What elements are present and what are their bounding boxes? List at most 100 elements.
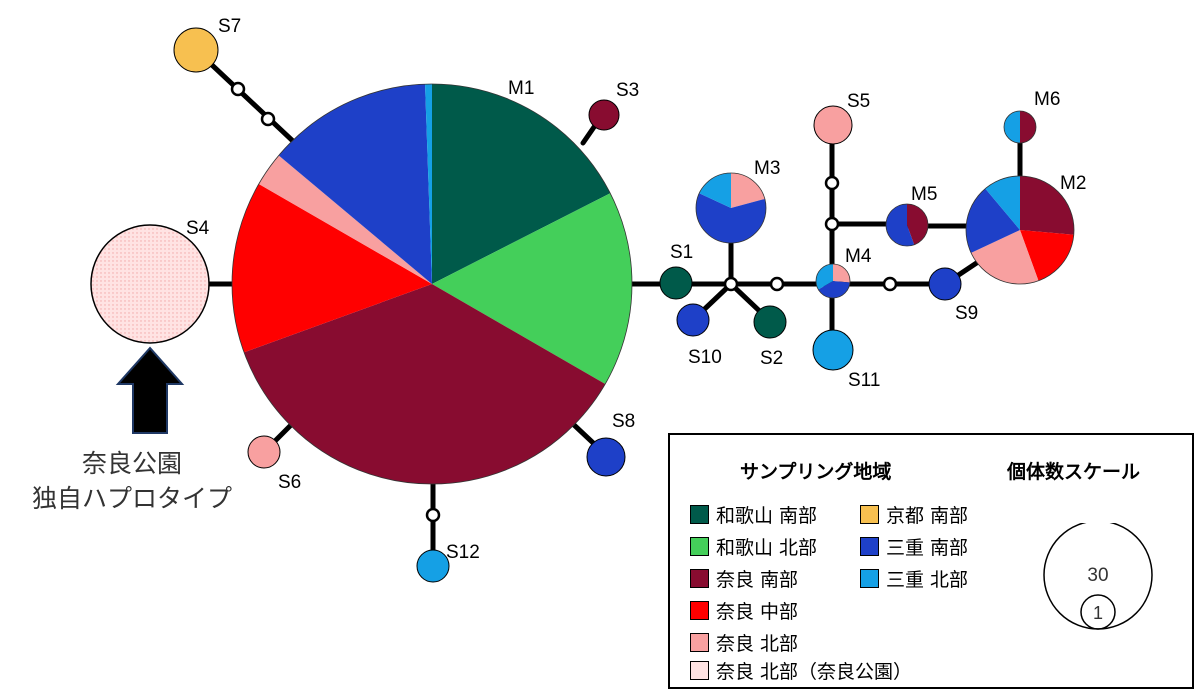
pie-slice bbox=[696, 193, 766, 243]
legend-item-nara-park: 奈良 北部（奈良公園） bbox=[690, 657, 912, 683]
label-s12: S12 bbox=[446, 542, 480, 563]
legend-item-nara-central: 奈良 中部 bbox=[690, 597, 798, 623]
node-s5 bbox=[813, 105, 853, 145]
up-arrow-icon bbox=[115, 346, 185, 434]
legend-label: 京都 南部 bbox=[886, 504, 969, 527]
pie-slice bbox=[731, 173, 765, 208]
scale-large-label: 30 bbox=[1087, 565, 1108, 586]
legend-label: 和歌山 北部 bbox=[716, 536, 818, 559]
label-m2: M2 bbox=[1060, 173, 1086, 194]
legend-item-nara-south: 奈良 南部 bbox=[690, 565, 798, 591]
swatch-kyoto-south bbox=[860, 504, 879, 524]
median-vectors bbox=[230, 81, 898, 523]
swatch-mie-north bbox=[860, 568, 879, 588]
pie-slice bbox=[886, 204, 915, 246]
legend-label: 和歌山 南部 bbox=[716, 504, 818, 527]
node-m1 bbox=[231, 83, 633, 485]
pie-nodes bbox=[231, 83, 1075, 485]
swatch-nara-central bbox=[690, 600, 709, 620]
pie-slice bbox=[1020, 111, 1036, 143]
node-s4 bbox=[90, 224, 210, 344]
legend-label: 奈良 中部 bbox=[716, 600, 799, 623]
legend-label: 三重 南部 bbox=[886, 536, 969, 559]
median-vector bbox=[260, 111, 276, 127]
median-vector bbox=[230, 81, 246, 97]
legend-region-title: サンプリング地域 bbox=[740, 461, 892, 483]
pie-outline bbox=[965, 175, 1075, 285]
label-m5: M5 bbox=[911, 184, 937, 205]
label-s4: S4 bbox=[186, 218, 210, 239]
label-s5: S5 bbox=[847, 91, 870, 112]
node-s8 bbox=[586, 437, 626, 477]
median-vector bbox=[723, 276, 739, 292]
nara-park-annotation: 奈良公園 独自ハプロタイプ bbox=[12, 446, 252, 516]
annotation-line-1: 奈良公園 bbox=[81, 449, 182, 478]
legend-label: 奈良 南部 bbox=[716, 568, 799, 591]
label-s7: S7 bbox=[218, 16, 241, 37]
node-s9 bbox=[928, 267, 962, 301]
legend-label: 奈良 北部 bbox=[716, 632, 799, 655]
pie-slice bbox=[432, 193, 632, 384]
median-vector bbox=[425, 507, 441, 523]
swatch-wakayama-north bbox=[690, 536, 709, 556]
pie-slice bbox=[1020, 230, 1074, 281]
label-s11: S11 bbox=[848, 370, 880, 391]
pie-slice bbox=[432, 84, 611, 284]
swatch-wakayama-south bbox=[690, 504, 709, 524]
pie-outline bbox=[815, 263, 851, 299]
node-s3 bbox=[588, 99, 620, 131]
label-s1: S1 bbox=[670, 242, 693, 263]
node-m3 bbox=[695, 172, 767, 244]
legend-item-wakayama-south: 和歌山 南部 bbox=[690, 501, 817, 527]
label-m4: M4 bbox=[845, 246, 872, 267]
pie-slice bbox=[1020, 176, 1074, 235]
label-m3: M3 bbox=[754, 158, 780, 179]
scale-circle-small bbox=[1080, 594, 1116, 630]
pie-slice bbox=[818, 281, 850, 298]
scale-circles: 30 1 bbox=[1043, 523, 1153, 630]
label-s3: S3 bbox=[616, 80, 639, 101]
node-m5 bbox=[885, 203, 929, 247]
pie-slice bbox=[966, 188, 1020, 253]
label-s2: S2 bbox=[760, 348, 783, 369]
scale-small-label: 1 bbox=[1093, 603, 1103, 623]
median-vector bbox=[824, 216, 840, 232]
swatch-nara-park bbox=[690, 660, 709, 680]
pie-slice bbox=[699, 173, 731, 208]
legend-item-mie-south: 三重 南部 bbox=[860, 533, 968, 559]
pie-slice bbox=[907, 203, 929, 245]
pie-slice bbox=[1004, 111, 1020, 143]
median-vector bbox=[824, 175, 840, 191]
node-s10 bbox=[676, 303, 710, 337]
label-m1: M1 bbox=[508, 78, 534, 99]
pie-slice bbox=[971, 230, 1039, 284]
node-s2 bbox=[753, 305, 787, 339]
label-s6: S6 bbox=[278, 472, 301, 493]
legend-box: サンプリング地域 個体数スケール 和歌山 南部 和歌山 北部 奈良 南部 奈良 … bbox=[668, 433, 1194, 689]
swatch-nara-north bbox=[690, 632, 709, 652]
legend-item-mie-north: 三重 北部 bbox=[860, 565, 968, 591]
label-m6: M6 bbox=[1034, 89, 1060, 110]
median-vector bbox=[882, 276, 898, 292]
pie-slice bbox=[278, 84, 432, 285]
legend-scale-title: 個体数スケール bbox=[1007, 461, 1141, 483]
swatch-mie-south bbox=[860, 536, 879, 556]
node-s12 bbox=[416, 549, 450, 583]
pie-outline bbox=[695, 172, 767, 244]
pie-outline bbox=[1003, 110, 1037, 144]
annotation-line-2: 独自ハプロタイプ bbox=[31, 484, 232, 513]
pie-slice bbox=[833, 264, 850, 283]
pie-outline bbox=[231, 83, 633, 485]
legend-item-wakayama-north: 和歌山 北部 bbox=[690, 533, 817, 559]
node-s6 bbox=[247, 435, 281, 469]
pie-outline bbox=[885, 203, 929, 247]
label-s8: S8 bbox=[612, 411, 635, 432]
label-s10: S10 bbox=[688, 347, 722, 368]
pie-slice bbox=[231, 184, 432, 353]
node-s11 bbox=[812, 329, 854, 371]
median-vector bbox=[769, 276, 785, 292]
legend-item-nara-north: 奈良 北部 bbox=[690, 629, 798, 655]
pie-slice bbox=[425, 84, 432, 284]
pie-slice bbox=[244, 284, 606, 484]
